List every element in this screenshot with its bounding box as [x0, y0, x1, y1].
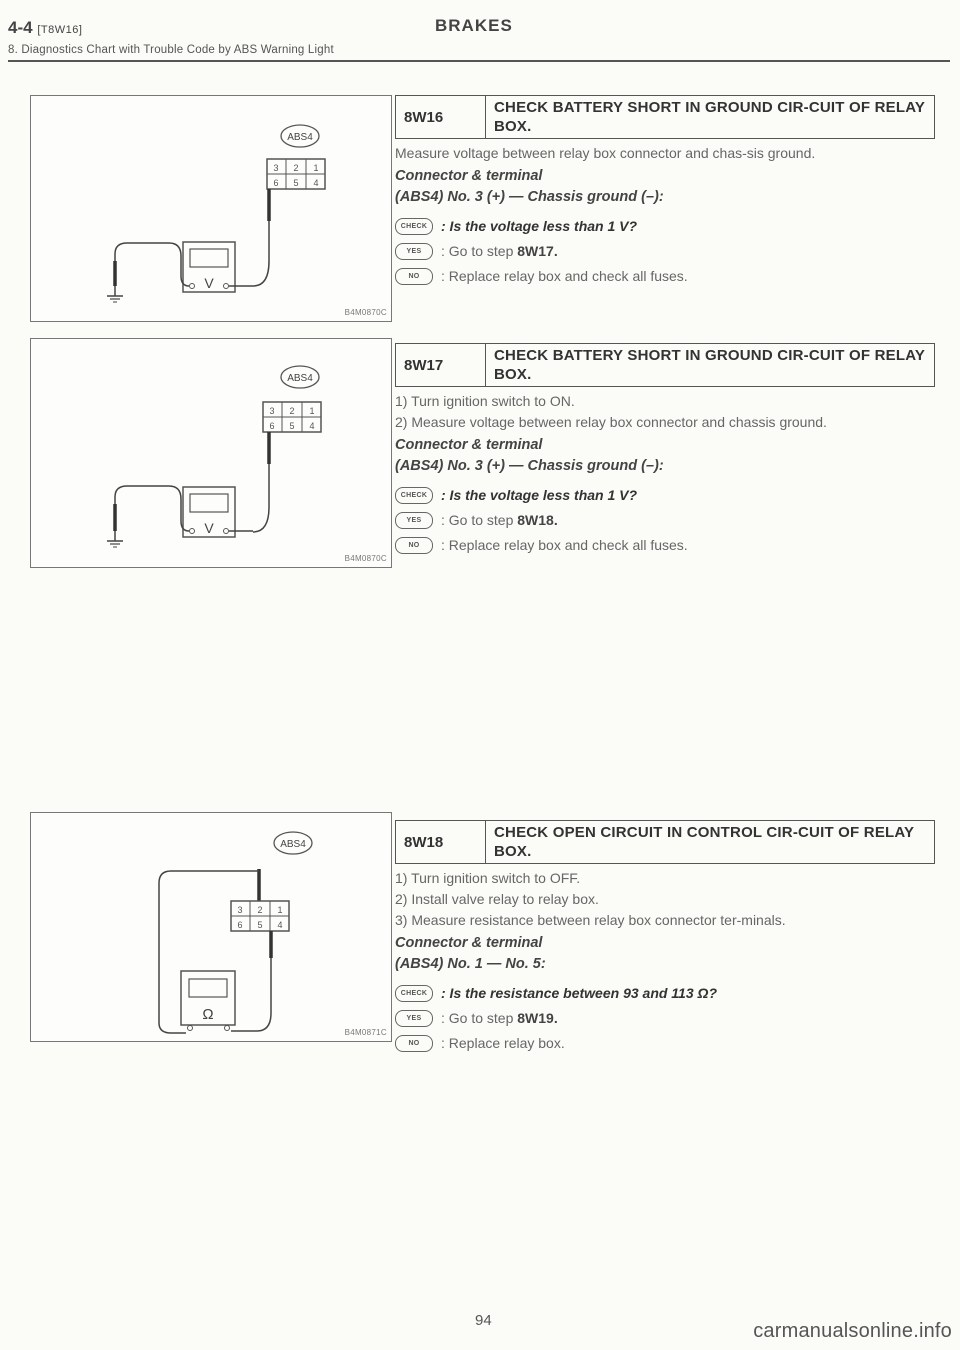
section-code: [T8W16]	[37, 24, 83, 36]
figure-voltage-1: ABS4 3 2 1 6 5 4 V B4M0870C	[30, 95, 392, 322]
pin-label: 1	[277, 905, 282, 915]
step-title: CHECK BATTERY SHORT IN GROUND CIR-CUIT O…	[494, 347, 925, 383]
next-step-ref: 8W18.	[517, 512, 558, 528]
step-title: CHECK BATTERY SHORT IN GROUND CIR-CUIT O…	[494, 99, 925, 135]
no-badge: NO	[395, 537, 433, 554]
figure-voltage-2: ABS4 3 2 1 6 5 4 V B4M0870C	[30, 338, 392, 568]
next-step-ref: 8W19.	[517, 1010, 558, 1026]
check-badge: CHECK	[395, 985, 433, 1002]
yes-badge: YES	[395, 512, 433, 529]
step-header: 8W17 CHECK BATTERY SHORT IN GROUND CIR-C…	[395, 343, 935, 387]
step-header: 8W18 CHECK OPEN CIRCUIT IN CONTROL CIR-C…	[395, 820, 935, 864]
resistance-diagram: ABS4 3 2 1 6 5 4 Ω	[158, 831, 313, 1034]
next-step-ref: 8W17.	[517, 243, 558, 259]
connector-label: Connector & terminal	[395, 168, 543, 184]
instruction-text: 3) Measure resistance between relay box …	[395, 912, 786, 928]
yes-text: : Go to step	[441, 243, 514, 259]
instruction-text: 2) Install valve relay to relay box.	[395, 891, 599, 907]
connector-label: Connector & terminal	[395, 935, 543, 951]
header-rule	[8, 60, 950, 62]
page-number: 94	[475, 1312, 492, 1329]
no-badge: NO	[395, 1035, 433, 1052]
pin-label: 5	[289, 421, 294, 431]
no-row: NO : Replace relay box and check all fuse…	[395, 533, 935, 558]
check-row: CHECK : Is the resistance between 93 and …	[395, 981, 935, 1006]
pin-label: 4	[277, 920, 282, 930]
connector-spec: (ABS4) No. 3 (+) — Chassis ground (–):	[395, 458, 664, 474]
yes-text: : Go to step	[441, 1010, 514, 1026]
yes-badge: YES	[395, 1010, 433, 1027]
no-text: : Replace relay box.	[441, 1035, 565, 1051]
step-8w17: 8W17 CHECK BATTERY SHORT IN GROUND CIR-C…	[395, 343, 935, 558]
pin-label: 2	[257, 905, 262, 915]
pin-label: 1	[309, 406, 314, 416]
pin-label: 1	[313, 163, 318, 173]
yes-row: YES : Go to step 8W17.	[395, 239, 935, 264]
yes-row: YES : Go to step 8W18.	[395, 508, 935, 533]
check-row: CHECK : Is the voltage less than 1 V?	[395, 483, 935, 508]
watermark: carmanualsonline.info	[753, 1320, 952, 1342]
section-number: 4-4 [T8W16]	[8, 18, 83, 37]
check-question: : Is the resistance between 93 and 113 Ω…	[441, 985, 718, 1001]
meter-symbol: Ω	[202, 1006, 213, 1023]
pin-label: 2	[289, 406, 294, 416]
figure-code: B4M0870C	[344, 554, 387, 563]
check-badge: CHECK	[395, 218, 433, 235]
meter-symbol: V	[204, 520, 214, 536]
yes-row: YES : Go to step 8W19.	[395, 1006, 935, 1031]
step-title: CHECK OPEN CIRCUIT IN CONTROL CIR-CUIT O…	[494, 824, 914, 860]
connector-spec: (ABS4) No. 3 (+) — Chassis ground (–):	[395, 189, 664, 205]
check-question: : Is the voltage less than 1 V?	[441, 487, 638, 503]
step-header: 8W16 CHECK BATTERY SHORT IN GROUND CIR-C…	[395, 95, 935, 139]
pin-label: 4	[313, 178, 318, 188]
pin-label: 3	[237, 905, 242, 915]
step-8w18: 8W18 CHECK OPEN CIRCUIT IN CONTROL CIR-C…	[395, 820, 935, 1056]
instruction-text: 1) Turn ignition switch to OFF.	[395, 870, 581, 886]
step-number: 8W16	[396, 96, 486, 138]
instruction-text: 1) Turn ignition switch to ON.	[395, 393, 575, 409]
connector-label: ABS4	[287, 373, 313, 384]
no-badge: NO	[395, 268, 433, 285]
connector-label: Connector & terminal	[395, 437, 543, 453]
no-row: NO : Replace relay box and check all fuse…	[395, 264, 935, 289]
figure-resistance: ABS4 3 2 1 6 5 4 Ω B4M0871C	[30, 812, 392, 1042]
page-subtitle: 8. Diagnostics Chart with Trouble Code b…	[8, 44, 334, 56]
pin-label: 3	[269, 406, 274, 416]
page-title: BRAKES	[435, 16, 513, 35]
instruction-text: 2) Measure voltage between relay box con…	[395, 414, 827, 430]
pin-label: 6	[273, 178, 278, 188]
check-row: CHECK : Is the voltage less than 1 V?	[395, 214, 935, 239]
figure-code: B4M0870C	[344, 308, 387, 317]
no-row: NO : Replace relay box.	[395, 1031, 935, 1056]
pin-label: 5	[257, 920, 262, 930]
voltage-diagram: ABS4 3 2 1 6 5 4 V	[107, 124, 326, 303]
pin-label: 4	[309, 421, 314, 431]
step-8w16: 8W16 CHECK BATTERY SHORT IN GROUND CIR-C…	[395, 95, 935, 289]
pin-label: 5	[293, 178, 298, 188]
check-question: : Is the voltage less than 1 V?	[441, 218, 638, 234]
step-number: 8W18	[396, 821, 486, 863]
no-text: : Replace relay box and check all fuses.	[441, 268, 688, 284]
pin-label: 6	[269, 421, 274, 431]
connector-label: ABS4	[280, 839, 306, 850]
figure-code: B4M0871C	[344, 1028, 387, 1037]
connector-spec: (ABS4) No. 1 — No. 5:	[395, 956, 546, 972]
pin-label: 6	[237, 920, 242, 930]
step-number: 8W17	[396, 344, 486, 386]
check-badge: CHECK	[395, 487, 433, 504]
pin-label: 2	[293, 163, 298, 173]
no-text: : Replace relay box and check all fuses.	[441, 537, 688, 553]
voltage-diagram: ABS4 3 2 1 6 5 4 V	[107, 365, 322, 548]
instruction-text: Measure voltage between relay box connec…	[395, 145, 816, 161]
yes-text: : Go to step	[441, 512, 514, 528]
connector-label: ABS4	[287, 132, 313, 143]
yes-badge: YES	[395, 243, 433, 260]
pin-label: 3	[273, 163, 278, 173]
meter-symbol: V	[204, 275, 214, 291]
